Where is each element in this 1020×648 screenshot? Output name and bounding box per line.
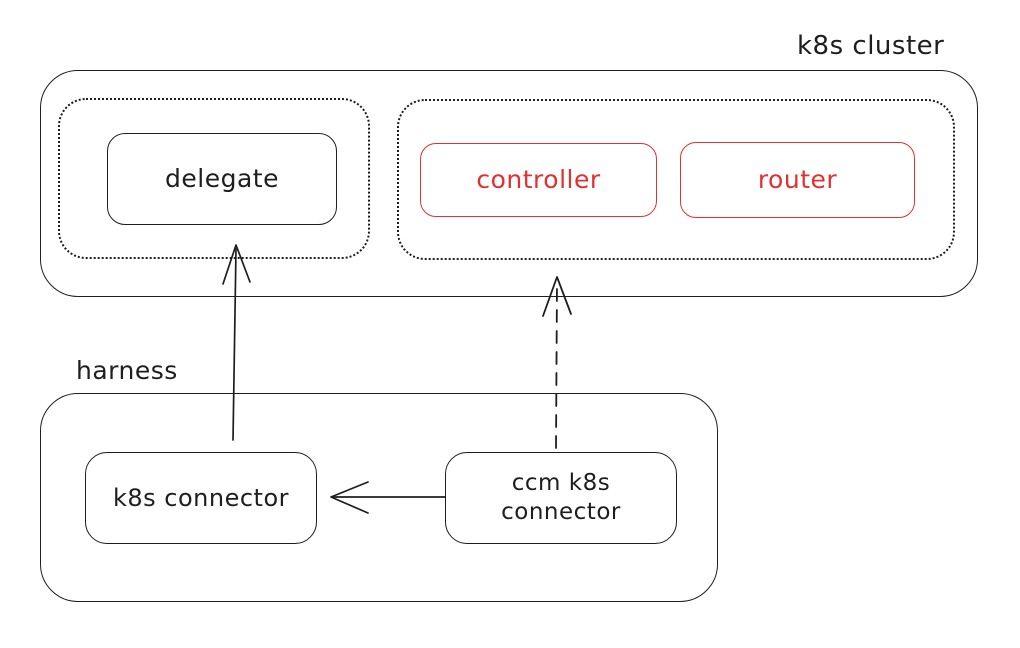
node-router: router <box>680 142 915 218</box>
services-group-box <box>397 99 955 260</box>
node-ccm-k8s-connector: ccm k8s connector <box>445 452 677 544</box>
node-k8s-connector: k8s connector <box>85 452 317 544</box>
harness-group-box <box>40 393 718 602</box>
harness-group-label: harness <box>76 356 178 385</box>
node-delegate: delegate <box>107 133 337 225</box>
node-k8s-connector-label: k8s connector <box>112 484 290 512</box>
node-delegate-label: delegate <box>165 164 279 194</box>
node-ccm-k8s-connector-label: ccm k8s connector <box>501 470 621 525</box>
k8s-cluster-group-box <box>40 70 978 297</box>
delegate-group-box <box>58 98 370 259</box>
k8s-cluster-group-label: k8s cluster <box>797 31 945 61</box>
node-controller-label: controller <box>476 165 601 195</box>
node-controller: controller <box>420 143 657 217</box>
node-router-label: router <box>757 165 838 195</box>
